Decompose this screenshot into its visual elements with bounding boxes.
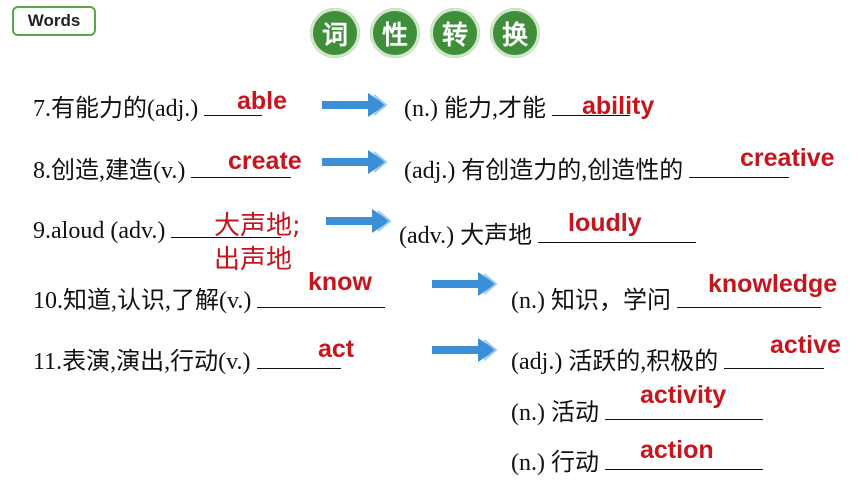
row7-target: (n.) 能力,才能	[404, 96, 546, 122]
row9-blank1[interactable]	[171, 215, 282, 238]
title-char-1: 词	[310, 8, 360, 58]
row8-left: 8.创造,建造(v.)	[33, 150, 292, 185]
row10-prompt: 10.知道,认识,了解(v.)	[33, 288, 252, 314]
row12-answer: activity	[640, 381, 727, 409]
row9-prompt: 9.aloud (adv.)	[33, 218, 166, 244]
row8-blank2[interactable]	[689, 155, 790, 178]
row11-blank1[interactable]	[256, 346, 341, 369]
row11-prompt: 11.表演,演出,行动(v.)	[33, 349, 251, 375]
row13-answer: action	[640, 436, 714, 464]
row11-answer1: act	[318, 335, 355, 363]
words-badge: Words	[12, 6, 96, 36]
title-char-2: 性	[370, 8, 420, 58]
row10-blank1[interactable]	[257, 285, 386, 308]
row8-target: (adj.) 有创造力的,创造性的	[404, 158, 684, 184]
row10-answer2: knowledge	[708, 270, 838, 298]
row8-answer2: creative	[740, 144, 835, 172]
row7-blank2[interactable]	[551, 93, 630, 116]
row10-answer1: know	[308, 268, 372, 296]
right-arrow-icon	[432, 272, 498, 296]
row9-target: (adv.) 大声地	[399, 223, 533, 249]
row9-answer2: loudly	[568, 209, 642, 237]
row8-prompt: 8.创造,建造(v.)	[33, 158, 186, 184]
row9-answer1-line1: 大声地;	[214, 211, 301, 241]
row7-prompt: 7.有能力的(adj.)	[33, 96, 199, 122]
row7-left: 7.有能力的(adj.)	[33, 88, 263, 123]
right-arrow-icon	[432, 338, 498, 362]
row13-blank[interactable]	[604, 447, 763, 470]
row11-blank2[interactable]	[724, 346, 825, 369]
row10-target: (n.) 知识，学问	[511, 288, 671, 314]
row7-right: (n.) 能力,才能	[404, 88, 630, 123]
row13-target: (n.) 行动	[511, 450, 599, 476]
row7-blank1[interactable]	[204, 93, 263, 116]
title-char-3: 转	[430, 8, 480, 58]
row8-blank1[interactable]	[191, 155, 292, 178]
row9-answer1-line2: 出声地	[214, 245, 293, 275]
row11-target: (adj.) 活跃的,积极的	[511, 349, 719, 375]
row10-right: (n.) 知识，学问	[511, 280, 821, 315]
row10-blank2[interactable]	[676, 285, 821, 308]
title-char-4: 换	[490, 8, 540, 58]
row9-left: 9.aloud (adv.)	[33, 215, 282, 245]
row7-answer1: able	[237, 87, 288, 115]
row7-answer2: ability	[582, 92, 655, 120]
right-arrow-icon	[322, 93, 388, 117]
row11-right: (adj.) 活跃的,积极的	[511, 341, 825, 376]
row13-right: (n.) 行动	[511, 442, 763, 477]
row12-target: (n.) 活动	[511, 400, 599, 426]
row10-left: 10.知道,认识,了解(v.)	[33, 280, 386, 315]
row8-right: (adj.) 有创造力的,创造性的	[404, 150, 790, 185]
row9-right: (adv.) 大声地	[399, 215, 697, 250]
row11-answer2: active	[770, 331, 841, 359]
right-arrow-icon	[322, 150, 388, 174]
row12-right: (n.) 活动	[511, 392, 763, 427]
row12-blank[interactable]	[604, 397, 763, 420]
row8-answer1: create	[228, 147, 302, 175]
title-circles: 词 性 转 换	[310, 8, 540, 58]
right-arrow-icon	[326, 209, 392, 233]
row11-left: 11.表演,演出,行动(v.)	[33, 341, 341, 376]
row9-blank2[interactable]	[538, 220, 697, 243]
